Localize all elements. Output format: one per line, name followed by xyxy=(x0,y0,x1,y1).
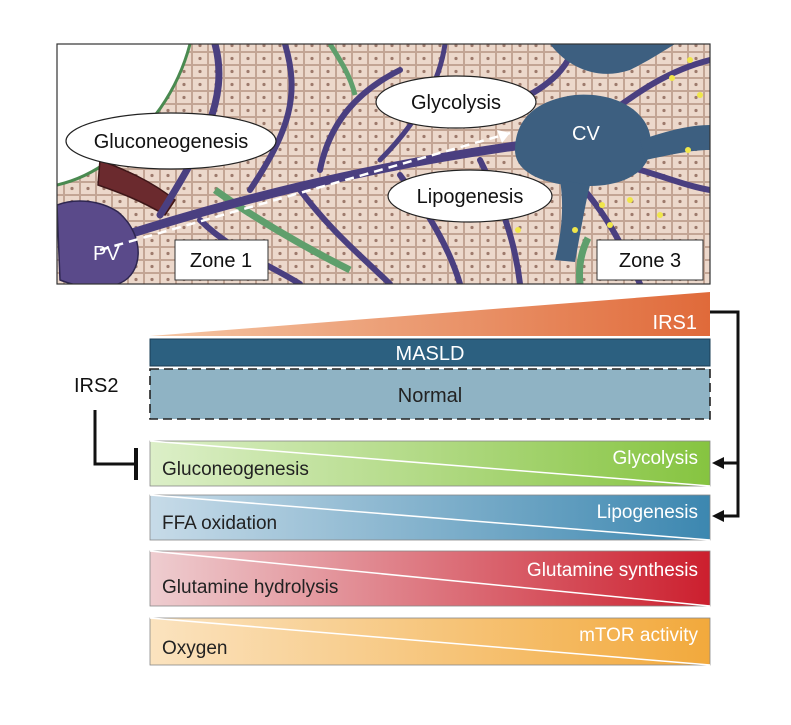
ellipse-gluconeogenesis: Gluconeogenesis xyxy=(65,112,277,170)
zone3-label: Zone 3 xyxy=(619,250,681,272)
label-lipogenesis-ellipse: Lipogenesis xyxy=(417,186,524,208)
irs1-wedge: IRS1 xyxy=(150,292,710,336)
gradient-right-label-3: Glutamine synthesis xyxy=(527,560,698,581)
arrow-to-lipogenesis-icon xyxy=(712,510,724,522)
gradient-bar-4: Oxygen mTOR activity xyxy=(149,617,711,666)
pv-label: PV xyxy=(93,243,120,265)
arrow-to-glycolysis-icon xyxy=(712,457,724,469)
irs2-connector xyxy=(93,410,135,466)
cv-label: CV xyxy=(572,123,600,145)
irs2-label: IRS2 xyxy=(74,375,118,397)
zone3-box: Zone 3 xyxy=(596,239,704,281)
label-gluconeogenesis-ellipse: Gluconeogenesis xyxy=(94,131,249,153)
masld-bar: MASLD xyxy=(149,338,711,367)
normal-bar: Normal xyxy=(149,368,711,420)
zone1-label: Zone 1 xyxy=(190,250,252,272)
gradient-left-label-2: FFA oxidation xyxy=(162,513,277,534)
label-glycolysis-ellipse: Glycolysis xyxy=(411,92,501,114)
ellipse-glycolysis: Glycolysis xyxy=(375,75,537,129)
gradient-right-label-1: Glycolysis xyxy=(612,448,698,469)
gradient-left-label-4: Oxygen xyxy=(162,638,227,659)
gradient-right-label-2: Lipogenesis xyxy=(597,502,698,523)
gradient-bar-3: Glutamine hydrolysis Glutamine synthesis xyxy=(149,550,711,607)
gradient-left-label-3: Glutamine hydrolysis xyxy=(162,577,338,598)
lobule-illustration xyxy=(57,44,710,284)
gradient-right-label-4: mTOR activity xyxy=(579,625,698,646)
normal-label: Normal xyxy=(398,385,462,407)
gradient-bar-1: Gluconeogenesis Glycolysis xyxy=(149,440,711,487)
illustration-frame xyxy=(56,43,711,285)
gradient-bar-2: FFA oxidation Lipogenesis xyxy=(149,494,711,541)
ellipse-lipogenesis: Lipogenesis xyxy=(387,169,553,223)
zone1-box: Zone 1 xyxy=(174,239,269,281)
masld-label: MASLD xyxy=(396,343,465,365)
irs1-connector xyxy=(710,310,740,518)
gradient-left-label-1: Gluconeogenesis xyxy=(162,459,309,480)
irs1-label: IRS1 xyxy=(653,312,697,334)
